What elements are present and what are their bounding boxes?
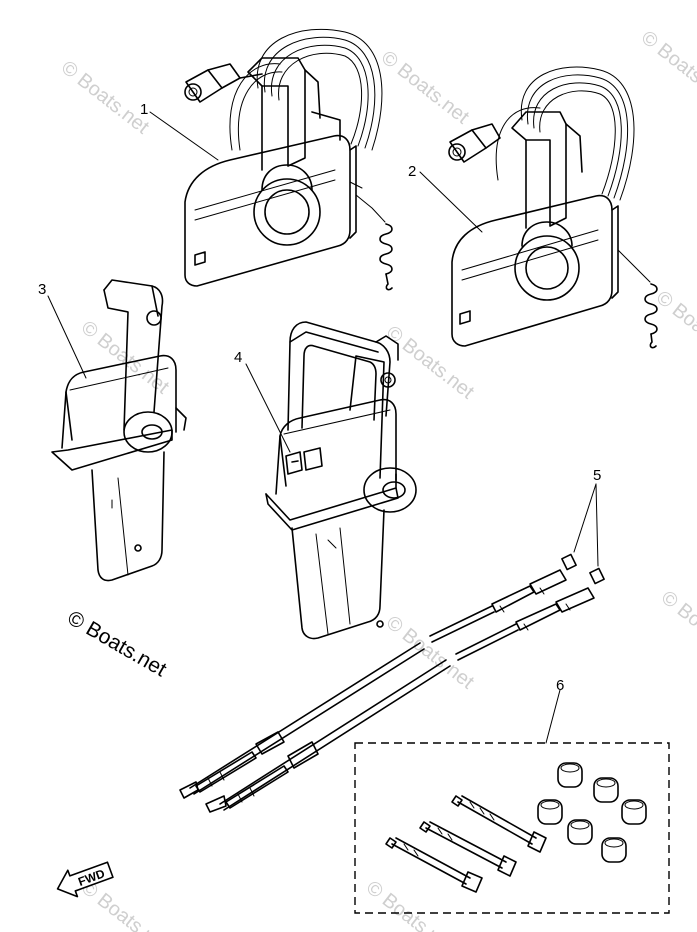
part-6-hardware-kit: 6 (354, 677, 670, 914)
callout-1: 1 (140, 101, 148, 118)
watermark-bg-2: © Boats.net (377, 47, 473, 129)
watermark-bg-7: © Boats.net (382, 612, 478, 694)
callout-6: 6 (556, 677, 564, 694)
callout-3: 3 (38, 281, 46, 298)
watermark-main: © Boats.net (64, 606, 171, 681)
watermark-bg-1: © Boats.net (57, 57, 153, 139)
callout-4: 4 (234, 349, 242, 366)
watermark-bg-3: © Boats.net (637, 27, 697, 109)
watermark-bg-10: © Boats.net (362, 877, 458, 932)
callout-5: 5 (593, 467, 601, 484)
part-5-control-cables: 5 (179, 467, 605, 813)
part-2-side-mount-control: 2 (408, 66, 658, 349)
bolts (385, 795, 547, 893)
watermark-bg-6: © Boats.net (652, 287, 697, 369)
callout-2: 2 (408, 163, 416, 180)
part-1-side-mount-control: 1 (140, 28, 393, 291)
watermark-bg-8: © Boats.net (657, 587, 697, 669)
watermark-bg-5: © Boats.net (382, 322, 478, 404)
part-4-dual-lever-control: 4 (234, 321, 417, 640)
part-3-single-lever-control: 3 (38, 279, 187, 582)
grommets (537, 762, 647, 863)
